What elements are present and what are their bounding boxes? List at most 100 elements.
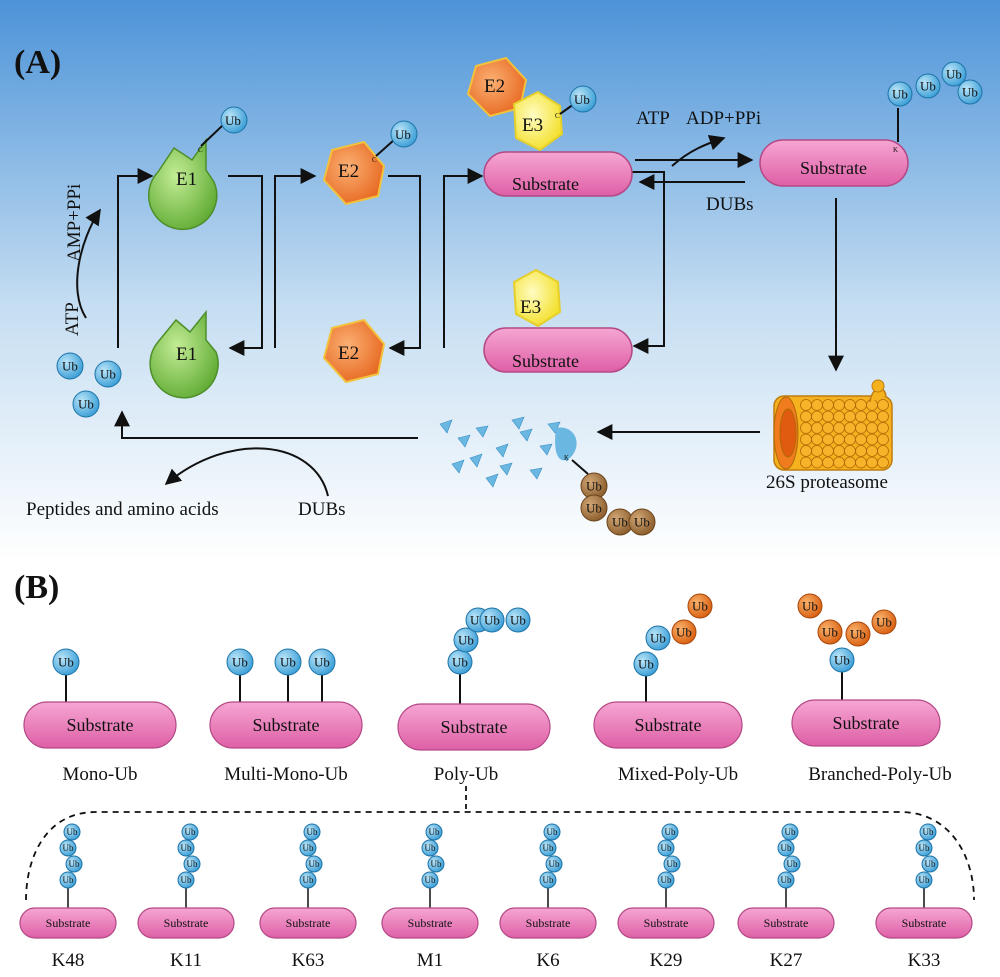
ubiquitin-icon: Ub: [59, 839, 77, 857]
substrate-label: Substrate: [526, 916, 571, 930]
ub-label: Ub: [574, 92, 590, 107]
e2-label: E2: [484, 76, 505, 97]
linkage-label: K6: [536, 950, 559, 971]
substrate-label: Substrate: [833, 713, 900, 733]
ubiquitin-icon: Ub: [65, 855, 83, 873]
ub-label: Ub: [458, 633, 474, 648]
substrate-label: Substrate: [512, 351, 579, 371]
ub-label: Ub: [692, 599, 708, 614]
ubiquitin-icon: Ub: [661, 823, 679, 841]
ub-label: Ub: [543, 843, 554, 853]
ubiquitin-icon: Ub: [781, 823, 799, 841]
ub-label: Ub: [303, 843, 314, 853]
linkage-bracket: [25, 811, 975, 901]
ubiquitin-icon: Ub: [919, 823, 937, 841]
ub-label: Ub: [187, 859, 198, 869]
ub-label: Ub: [62, 359, 78, 374]
ub-label: Ub: [314, 655, 330, 670]
ubiquitination-types: KUbSubstrateMono-UbKUbKUbKUbSubstrateMul…: [23, 593, 952, 785]
ubiquitin-icon: Ub: [915, 871, 933, 889]
ub-label: Ub: [822, 625, 838, 640]
ub-label: Ub: [100, 367, 116, 382]
ub-label: Ub: [962, 85, 978, 100]
ubiquitin-icon: Ub: [657, 839, 675, 857]
ub-label: Ub: [634, 515, 650, 530]
ubiquitin-icon: Ub: [663, 855, 681, 873]
ubiquitin-icon: Ub: [479, 607, 505, 633]
linkage-label: K33: [908, 950, 941, 971]
ubiquitin-icon: [390, 120, 418, 148]
ub-label: Ub: [58, 655, 74, 670]
type-poly-ub: KUbUbUbUbUbSubstratePoly-Ub: [397, 607, 551, 785]
ubiquitin-icon: Ub: [274, 648, 302, 676]
linkage-label: K27: [770, 950, 803, 971]
e1-enzyme-top: E1 C Ub: [148, 106, 248, 231]
type-label: Multi-Mono-Ub: [224, 764, 348, 785]
ubiquitin-icon: Ub: [817, 619, 843, 645]
e2-label: E2: [338, 343, 359, 364]
ubiquitin-icon: Ub: [657, 871, 675, 889]
ub-label: Ub: [303, 875, 314, 885]
ubiquitin-icon: Ub: [52, 648, 80, 676]
ubiquitin-icon: Ub: [915, 73, 941, 99]
ubiquitin-icon: Ub: [887, 81, 913, 107]
substrate-label: Substrate: [764, 916, 809, 930]
ub-label: Ub: [876, 615, 892, 630]
ub-label: Ub: [547, 827, 558, 837]
ubiquitin-icon: Ub: [829, 647, 855, 673]
ubiquitin-icon: Ub: [539, 839, 557, 857]
type-label: Mono-Ub: [63, 764, 138, 785]
atp-label: ATP: [636, 108, 670, 129]
substrate-label: Substrate: [164, 916, 209, 930]
substrate: Substrate: [137, 907, 235, 939]
substrate-label: Substrate: [441, 717, 508, 737]
ubiquitin-icon: Ub: [783, 855, 801, 873]
ubiquitin-icon: Ub: [505, 607, 531, 633]
lysine-label: K: [893, 146, 898, 154]
e1-label: E1: [176, 344, 197, 365]
ub-label: Ub: [181, 875, 192, 885]
linkage-m1: KUbUbUbUbSubstrateM1: [381, 823, 479, 971]
linkage-types: KUbUbUbUbSubstrateK48KUbUbUbUbSubstrateK…: [19, 823, 973, 971]
substrate: Substrate: [499, 907, 597, 939]
ubiquitin-icon: Ub: [777, 871, 795, 889]
linkage-label: K48: [52, 950, 85, 971]
type-branched-poly-ub: KUbUbUbUbUbSubstrateBranched-Poly-Ub: [791, 593, 952, 785]
linkage-k6: KUbUbUbUbSubstrateK6: [499, 823, 597, 971]
substrate-label: Substrate: [644, 916, 689, 930]
ubiquitin-icon: Ub: [183, 855, 201, 873]
ub-label: Ub: [69, 859, 80, 869]
ubiquitin-icon: Ub: [628, 508, 656, 536]
ubiquitin-icon: Ub: [299, 871, 317, 889]
ubiquitin-icon: Ub: [633, 651, 659, 677]
ub-label: Ub: [586, 501, 602, 516]
ub-label: Ub: [781, 843, 792, 853]
ub-label: Ub: [919, 875, 930, 885]
ub-label: Ub: [484, 613, 500, 628]
ub-label: Ub: [425, 843, 436, 853]
ubiquitin-icon: Ub: [777, 839, 795, 857]
ubiquitin-icon: Ub: [421, 871, 439, 889]
ub-label: Ub: [510, 613, 526, 628]
proteasome-26s: 26S proteasome: [766, 379, 893, 493]
substrate-label: Substrate: [800, 158, 867, 178]
ub-label: Ub: [78, 397, 94, 412]
ub-label: Ub: [787, 859, 798, 869]
ubiquitin-icon: Ub: [427, 855, 445, 873]
e1-enzyme-bottom: E1: [149, 309, 219, 399]
e2-label: E2: [338, 161, 359, 182]
ub-label: Ub: [946, 67, 962, 82]
ubiquitin-icon: Ub: [181, 823, 199, 841]
type-label: Poly-Ub: [434, 764, 498, 785]
ub-label: Ub: [650, 631, 666, 646]
substrate: Substrate: [381, 907, 479, 939]
substrate-label: Substrate: [512, 174, 579, 194]
ub-label: Ub: [667, 859, 678, 869]
linkage-k48: KUbUbUbUbSubstrateK48: [19, 823, 117, 971]
ub-label: Ub: [429, 827, 440, 837]
panel-b-label: (B): [14, 569, 59, 606]
proteasome-label: 26S proteasome: [766, 472, 888, 493]
substrate: Substrate: [791, 699, 941, 747]
